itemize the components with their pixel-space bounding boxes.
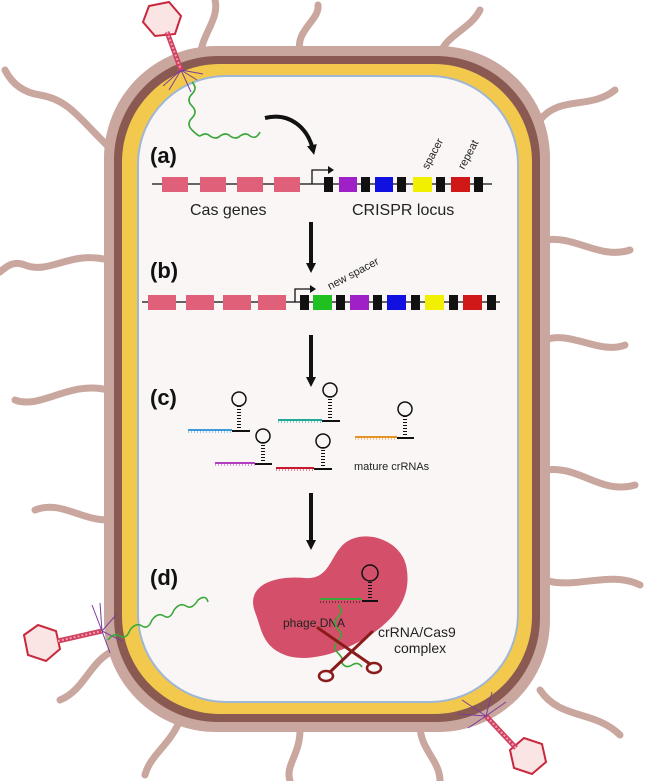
step-label-c: (c)	[150, 385, 177, 410]
label-cas-genes: Cas genes	[190, 202, 267, 219]
hairpin-rna-icon	[361, 564, 379, 582]
crrna-group: mature crRNAs	[188, 382, 430, 473]
label-phage-dna: phage DNA	[283, 616, 345, 630]
bacteriophage-icon	[141, 0, 204, 93]
scissors-icon	[316, 626, 383, 683]
label-complex-line2: complex	[394, 640, 446, 656]
crrna-orange	[355, 401, 414, 440]
phage-dna-entering	[107, 596, 209, 641]
step-label-b: (b)	[150, 258, 178, 283]
cas9-complex: phage DNA crRNA/Cas9 complex	[253, 536, 456, 683]
crrna-blue	[188, 391, 250, 433]
bacteriophage-icon	[22, 602, 123, 663]
phage-dna-injected	[188, 81, 261, 139]
cell-envelope	[104, 46, 550, 732]
crrna-teal	[278, 382, 340, 423]
hairpin-rna-icon	[315, 433, 331, 449]
promoter-arrow-icon	[311, 169, 330, 184]
locus-a: spacer repeat Cas genes CRISPR locus	[152, 136, 492, 219]
arrow-curved	[264, 114, 317, 155]
cas9-protein	[253, 536, 408, 658]
hairpin-rna-icon	[231, 391, 247, 407]
crrna-red	[276, 433, 332, 471]
promoter-arrow-icon	[294, 288, 312, 302]
step-label-d: (d)	[150, 565, 178, 590]
target-phage-dna	[334, 604, 363, 668]
label-crispr-locus: CRISPR locus	[352, 202, 454, 219]
hairpin-rna-icon	[322, 382, 338, 398]
step-label-a: (a)	[150, 143, 177, 168]
crrna-purple	[215, 428, 272, 466]
bacteriophage-icon	[457, 691, 548, 776]
hairpin-rna-icon	[255, 428, 271, 444]
label-complex-line1: crRNA/Cas9	[378, 624, 456, 640]
label-mature-crrnas: mature crRNAs	[354, 461, 430, 473]
hairpin-rna-icon	[397, 401, 413, 417]
